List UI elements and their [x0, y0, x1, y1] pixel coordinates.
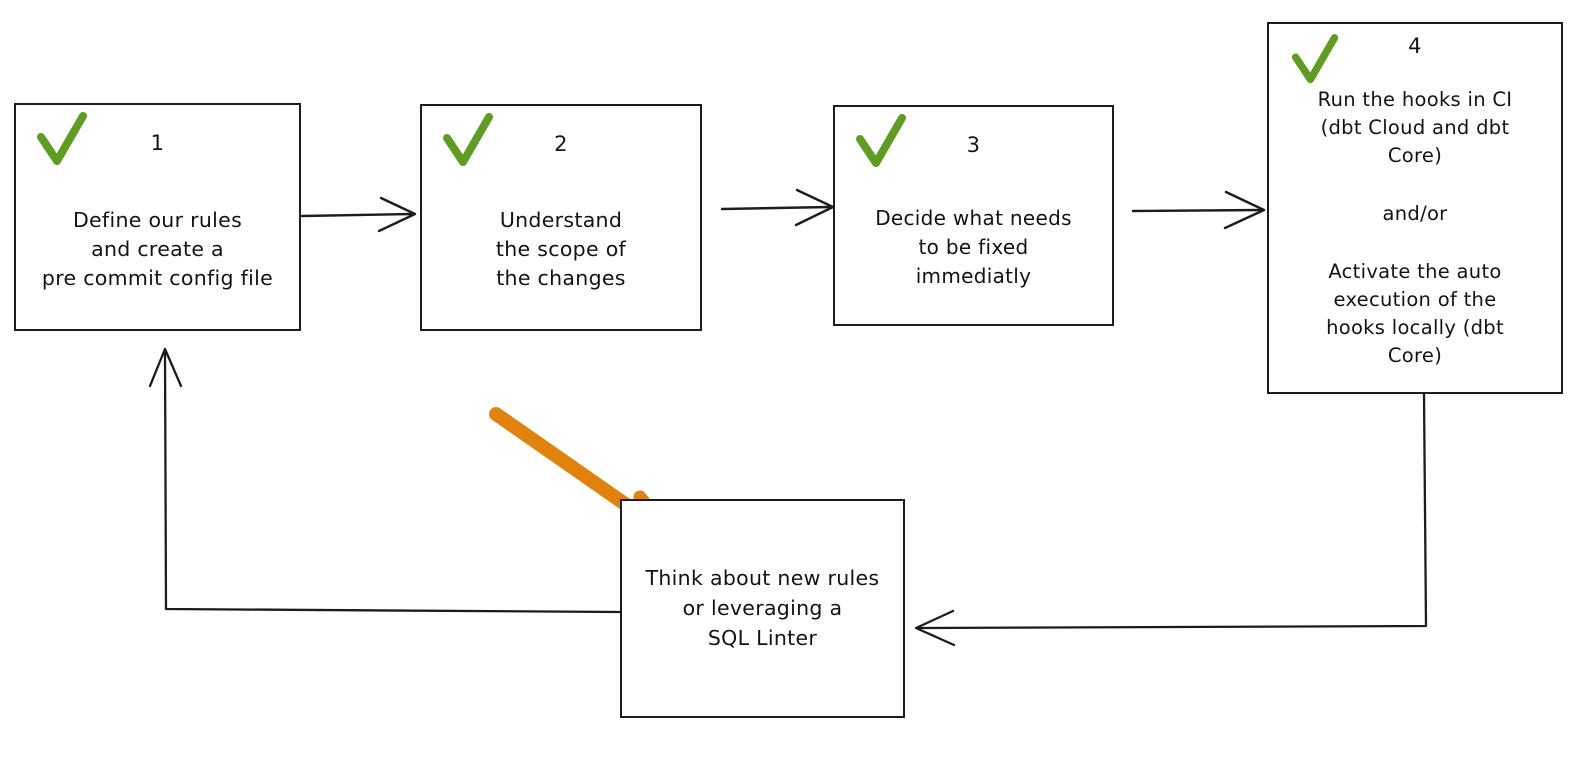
- node-3-header: 3: [835, 107, 1112, 181]
- node-4-header: 4: [1269, 24, 1561, 86]
- node-1-line-1: Define our rules: [72, 207, 243, 232]
- arrow-3-to-4: [1131, 190, 1266, 230]
- node-5-line-2: or leveraging a: [682, 596, 843, 620]
- arrow-1-to-2: [300, 196, 417, 233]
- node-3-line-2: to be fixed: [918, 235, 1029, 259]
- node-3-line-3: immediatly: [915, 264, 1032, 288]
- node-1-line-2: and create a: [91, 236, 224, 261]
- node-2-step-number: 2: [554, 132, 568, 156]
- node-1-line-3: pre commit config file: [41, 265, 274, 290]
- green-check-icon: [1291, 34, 1339, 84]
- node-3-body: Decide what needs to be fixed immediatly: [835, 181, 1112, 324]
- node-5-body: Think about new rules or leveraging a SQ…: [622, 557, 903, 716]
- arrow-2-to-3: [720, 188, 835, 227]
- node-2-body: Understand the scope of the changes: [422, 180, 700, 329]
- node-4-line-7: Activate the auto: [1328, 260, 1502, 283]
- node-5-line-3: SQL Linter: [707, 626, 818, 650]
- node-2-line-2: the scope of: [495, 237, 627, 261]
- arrow-4-to-5: [914, 392, 1428, 647]
- flow-node-think-about-new-rules[interactable]: Think about new rules or leveraging a SQ…: [620, 499, 905, 718]
- node-4-step-number: 4: [1408, 34, 1422, 58]
- node-4-body: Run the hooks in CI (dbt Cloud and dbt C…: [1269, 86, 1561, 392]
- green-check-icon: [443, 113, 493, 166]
- green-check-icon: [856, 114, 906, 167]
- node-2-line-1: Understand: [499, 208, 623, 232]
- node-1-body: Define our rules and create a pre commit…: [16, 179, 299, 329]
- node-5-header: [622, 501, 903, 557]
- flow-node-2[interactable]: 2 Understand the scope of the changes: [420, 104, 702, 331]
- node-2-header: 2: [422, 106, 700, 180]
- flow-node-4[interactable]: 4 Run the hooks in CI (dbt Cloud and dbt…: [1267, 22, 1563, 394]
- node-4-line-1: Run the hooks in CI: [1317, 88, 1513, 111]
- node-2-line-3: the changes: [496, 266, 626, 290]
- node-3-step-number: 3: [966, 133, 981, 157]
- node-1-header: 1: [16, 105, 299, 179]
- node-5-line-1: Think about new rules: [645, 566, 880, 590]
- flow-node-1[interactable]: 1 Define our rules and create a pre comm…: [14, 103, 301, 331]
- green-check-icon: [37, 112, 87, 165]
- node-4-line-10: Core): [1387, 344, 1443, 367]
- node-4-line-3: Core): [1387, 144, 1443, 167]
- node-4-line-9: hooks locally (dbt: [1326, 316, 1504, 339]
- node-4-line-5: and/or: [1382, 202, 1448, 225]
- node-1-step-number: 1: [150, 131, 165, 155]
- node-3-line-1: Decide what needs: [875, 206, 1072, 230]
- node-4-line-8: execution of the: [1333, 288, 1497, 311]
- node-4-line-2: (dbt Cloud and dbt: [1320, 116, 1510, 139]
- arrow-5-to-1: [148, 347, 622, 614]
- flow-node-3[interactable]: 3 Decide what needs to be fixed immediat…: [833, 105, 1114, 326]
